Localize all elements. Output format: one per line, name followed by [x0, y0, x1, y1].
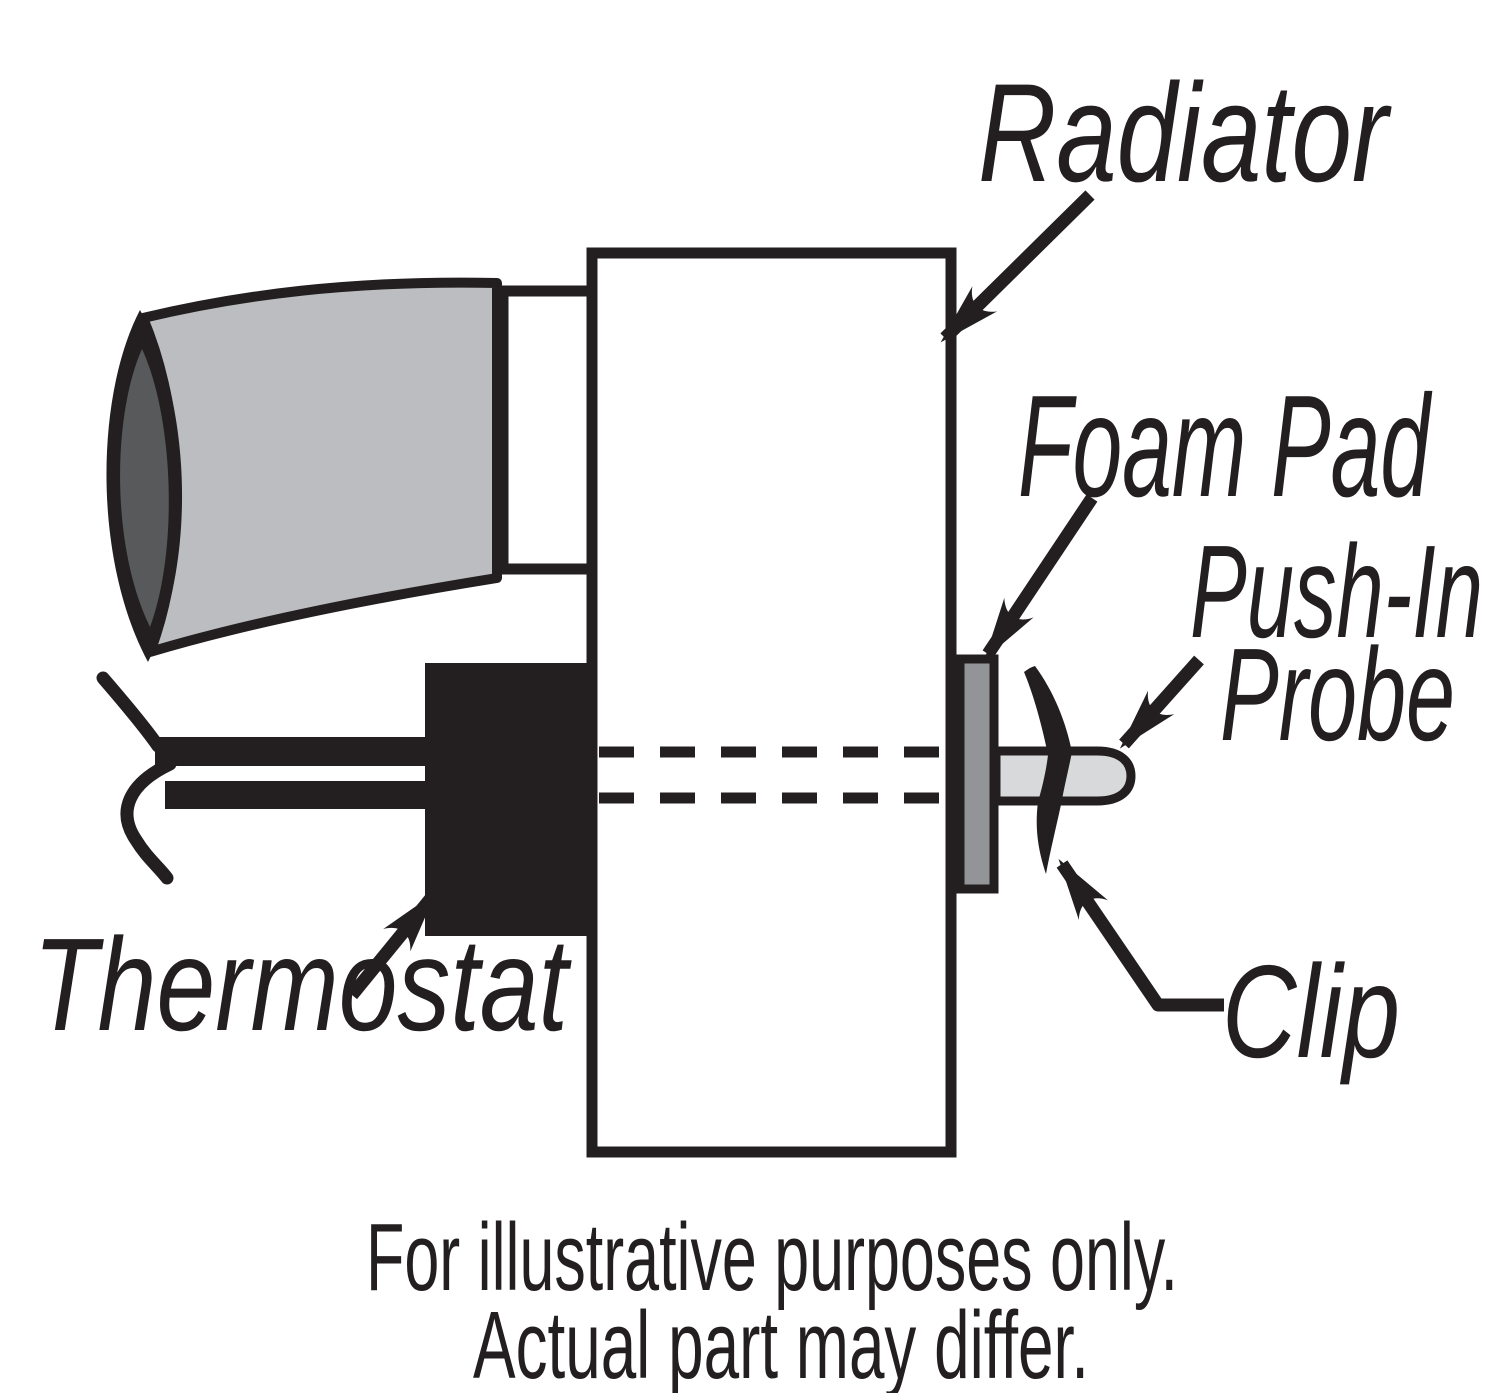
caption-line2: Actual part may differ. [473, 1292, 1089, 1393]
push-in-probe-arrow [1119, 655, 1204, 749]
push-in-probe-label-line1: Push-In [1190, 518, 1483, 665]
wire-break-upper-line [96, 671, 165, 753]
radiator-label: Radiator [978, 54, 1392, 211]
push-in-probe-label-line2: Probe [1220, 621, 1455, 768]
radiator-hose [138, 277, 502, 657]
thermostat-wire-upper [155, 737, 428, 766]
radiator-arrow [940, 190, 1095, 343]
foam-pad [955, 654, 999, 894]
clip-arrow [1056, 858, 1224, 1012]
hose-opening [120, 349, 169, 627]
thermostat-wire-lower [165, 781, 428, 809]
clip-label: Clip [1222, 938, 1400, 1085]
foam-pad-label: Foam Pad [1018, 365, 1433, 527]
thermostat-arrow [346, 892, 438, 1000]
foam-pad-arrow [982, 494, 1098, 660]
probe-clip [1024, 666, 1072, 874]
radiator-body [586, 247, 957, 1158]
wire-break-curve [120, 757, 177, 885]
thermostat-label: Thermostat [33, 911, 572, 1058]
radiator-inlet-neck [497, 285, 601, 575]
thermostat-body [425, 663, 597, 936]
caption-line1: For illustrative purposes only. [366, 1204, 1178, 1311]
